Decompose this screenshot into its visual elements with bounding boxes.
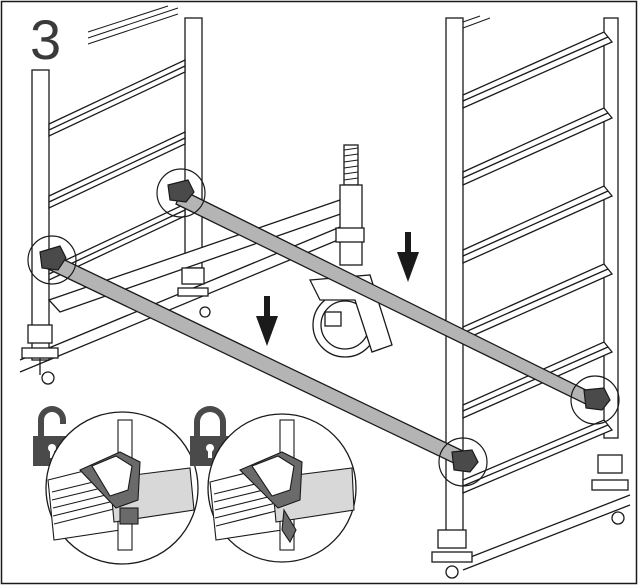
right-rungs xyxy=(462,31,614,494)
clamp-highlight-rear-left xyxy=(156,168,206,218)
left-rungs xyxy=(48,58,186,282)
right-ladder-frame xyxy=(431,15,631,579)
clamp-highlight-front-left xyxy=(27,235,77,285)
arrow-down-icon xyxy=(256,296,278,346)
unlock-detail xyxy=(33,406,199,565)
arrow-down-icon xyxy=(397,232,419,282)
lock-detail xyxy=(190,406,357,563)
left-ladder-frame xyxy=(19,5,354,385)
clamp-highlight-rear-right xyxy=(570,375,620,425)
caster-spindle xyxy=(308,144,393,358)
padlock-closed-icon xyxy=(190,406,230,466)
left-front-clamp xyxy=(27,324,53,344)
left-front-upright xyxy=(31,69,50,361)
clamp-highlight-front-right xyxy=(438,437,488,487)
left-rear-upright xyxy=(184,17,203,269)
step-number: 3 xyxy=(30,8,62,71)
left-rear-clamp xyxy=(181,267,205,285)
right-top-hatch xyxy=(462,15,491,29)
right-rear-upright xyxy=(603,17,619,439)
left-top-hatch xyxy=(87,5,179,45)
